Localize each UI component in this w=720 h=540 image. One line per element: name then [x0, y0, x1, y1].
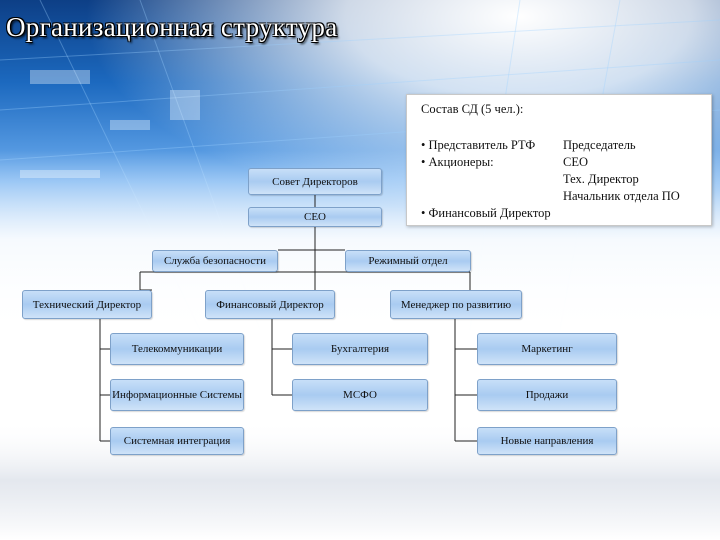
org-node-development-manager: Менеджер по развитию	[390, 290, 522, 319]
board-member-role: • Представитель РТФ	[421, 138, 536, 152]
board-composition-panel: Состав СД (5 чел.): • Представитель РТФ …	[406, 94, 712, 226]
org-node-security-service: Служба безопасности	[152, 250, 278, 272]
org-node-information-systems: Информационные Системы	[110, 379, 244, 411]
org-node-board-of-directors: Совет Директоров	[248, 168, 382, 195]
org-node-new-directions: Новые направления	[477, 427, 617, 455]
org-node-marketing: Маркетинг	[477, 333, 617, 365]
org-node-ifrs: МСФО	[292, 379, 428, 411]
org-node-ceo: CEO	[248, 207, 382, 227]
board-composition-heading: Состав СД (5 чел.):	[421, 102, 524, 116]
org-node-financial-director: Финансовый Директор	[205, 290, 335, 319]
org-node-regime-department: Режимный отдел	[345, 250, 471, 272]
page-title: Организационная структура	[6, 12, 338, 42]
org-node-system-integration: Системная интеграция	[110, 427, 244, 455]
board-member-position: Тех. Директор	[563, 172, 639, 186]
org-node-technical-director: Технический Директор	[22, 290, 152, 319]
org-node-sales: Продажи	[477, 379, 617, 411]
board-member-position: CEO	[563, 155, 588, 169]
org-node-accounting: Бухгалтерия	[292, 333, 428, 365]
board-member-position: Начальник отдела ПО	[563, 189, 680, 203]
org-node-telecommunications: Телекоммуникации	[110, 333, 244, 365]
board-member-position: Председатель	[563, 138, 636, 152]
board-member-role: • Финансовый Директор	[421, 206, 551, 220]
board-member-role: • Акционеры:	[421, 155, 494, 169]
